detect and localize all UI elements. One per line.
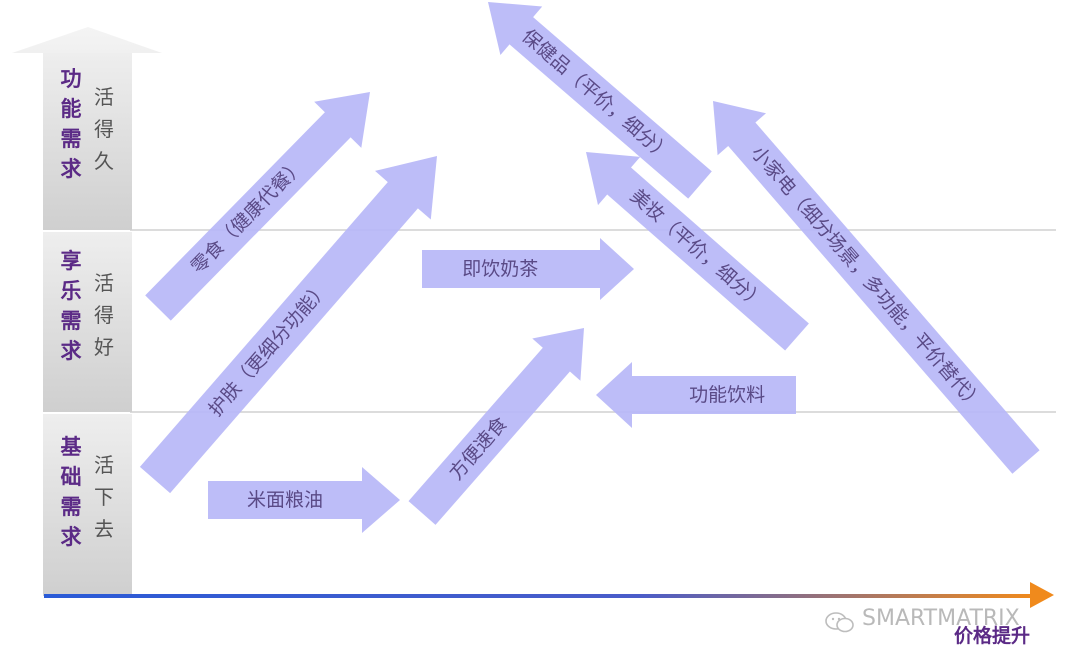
arrow-label: 护肤（更细分功能） bbox=[205, 277, 334, 421]
arrow-shape bbox=[596, 362, 796, 428]
arrow-shape bbox=[139, 156, 437, 494]
arrow-label: 即饮奶茶 bbox=[462, 258, 538, 280]
level-subtitle: 活得好 bbox=[94, 271, 114, 359]
x-axis-label: 价格提升 bbox=[954, 625, 1031, 647]
arrow-shape bbox=[488, 2, 712, 199]
level-title: 基础需求 bbox=[61, 435, 83, 549]
arrow-staples: 米面粮油 bbox=[208, 467, 400, 533]
arrow-label: 美妆（平价，细分） bbox=[626, 185, 769, 314]
arrow-shape bbox=[422, 238, 634, 300]
arrow-label: 保健品（平价，细分） bbox=[517, 25, 675, 166]
arrow-shape bbox=[408, 328, 584, 525]
x-axis-line bbox=[44, 594, 1034, 598]
arrow-label: 小家电（细分场景，多功能，平价替代） bbox=[747, 142, 988, 415]
level-title: 享乐需求 bbox=[61, 249, 82, 363]
level-title: 功能需求 bbox=[61, 67, 82, 181]
arrow-shape bbox=[713, 101, 1040, 474]
arrow-shape bbox=[586, 152, 809, 351]
arrow-shape bbox=[208, 467, 400, 533]
level-band-functional bbox=[43, 53, 132, 230]
level-band-basic bbox=[43, 414, 132, 596]
arrow-label: 功能饮料 bbox=[689, 384, 765, 406]
level-subtitle: 活下去 bbox=[94, 453, 114, 541]
watermark-text: SMARTMATRIX bbox=[862, 606, 1020, 631]
arrow-label: 米面粮油 bbox=[247, 489, 323, 511]
level-subtitle: 活得久 bbox=[94, 85, 114, 173]
arrow-rtd-tea: 即饮奶茶 bbox=[422, 238, 634, 300]
arrow-shape bbox=[145, 92, 370, 321]
arrow-label: 零食（健康代餐） bbox=[187, 154, 309, 278]
wechat-icon bbox=[825, 612, 854, 633]
x-axis-arrow-head bbox=[1030, 582, 1054, 608]
arrow-instant-food: 方便速食 bbox=[408, 328, 584, 525]
arrow-skincare: 护肤（更细分功能） bbox=[139, 156, 437, 494]
level-band-enjoyment bbox=[43, 232, 132, 412]
arrow-functional-drinks: 功能饮料 bbox=[596, 362, 796, 428]
